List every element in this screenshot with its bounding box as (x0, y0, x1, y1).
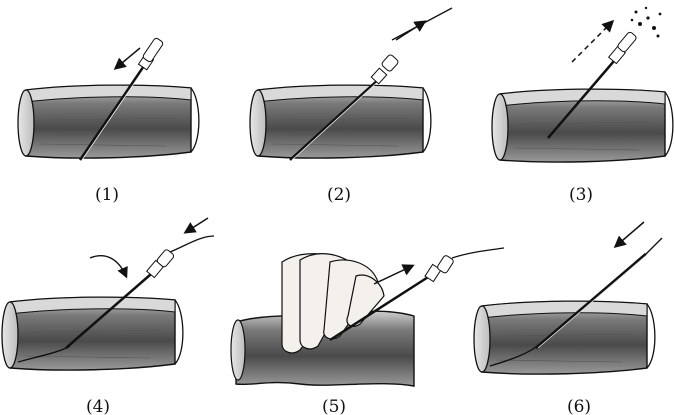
panel-4 (1, 217, 215, 371)
direction-arrow (613, 221, 645, 248)
direction-arrow (571, 19, 615, 63)
rotation-arrow (89, 255, 128, 279)
direction-arrow (183, 217, 209, 234)
panel-1 (17, 37, 200, 161)
panel-6 (473, 221, 663, 375)
caption-5: (5) (322, 397, 346, 415)
fingers (281, 253, 385, 354)
caption-6: (6) (567, 397, 591, 415)
blood-spray (630, 6, 662, 38)
direction-arrow (395, 20, 427, 41)
caption-3: (3) (569, 185, 593, 205)
direction-arrow (113, 47, 141, 70)
panel-2 (249, 7, 453, 161)
direction-arrow (373, 264, 415, 285)
panel-3 (491, 6, 674, 163)
caption-4: (4) (86, 397, 110, 415)
caption-1: (1) (95, 185, 119, 205)
panel-5 (230, 247, 505, 387)
caption-2: (2) (327, 185, 351, 205)
